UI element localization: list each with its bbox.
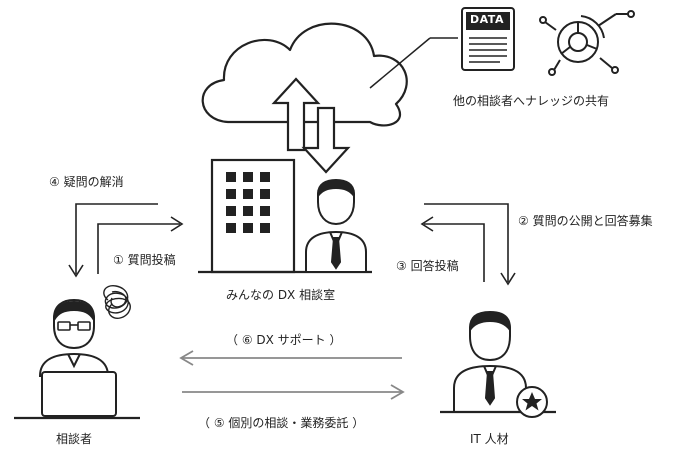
callout-line	[369, 37, 431, 89]
consulting-label: （ ⑤ 個別の相談・業務委託 ）	[198, 416, 365, 430]
answer-post-arrow	[420, 216, 485, 282]
office-building-icon	[198, 158, 372, 274]
cloud-icon	[201, 22, 408, 127]
consultant-person-icon	[14, 298, 140, 420]
publish-label: ② 質問の公開と回答募集	[518, 214, 653, 228]
publish-arrow	[424, 203, 516, 286]
resolve-label: ④ 疑問の解消	[49, 175, 124, 189]
confused-scribble-icon	[103, 285, 131, 319]
pie-chart-icon	[539, 10, 635, 76]
answer-post-label: ③ 回答投稿	[396, 259, 459, 273]
data-document-icon	[461, 7, 515, 71]
dx-support-arrow	[179, 350, 402, 366]
platform-label: みんなの DX 相談室	[226, 288, 336, 302]
download-arrow-icon	[301, 106, 351, 174]
consulting-arrow	[182, 384, 405, 400]
upload-arrow-icon	[271, 77, 321, 152]
dx-support-label: （ ⑥ DX サポート ）	[226, 333, 342, 347]
resolve-arrow	[68, 203, 158, 278]
share-knowledge-label: 他の相談者へナレッジの共有	[453, 94, 610, 108]
question-post-arrow	[97, 216, 184, 274]
star-badge-icon	[516, 386, 548, 418]
it-talent-label: IT 人材	[470, 432, 509, 446]
staff-person-icon	[305, 178, 367, 273]
question-post-label: ① 質問投稿	[113, 253, 176, 267]
consultant-label: 相談者	[56, 432, 93, 446]
data-doc-label: DATA	[470, 13, 504, 26]
